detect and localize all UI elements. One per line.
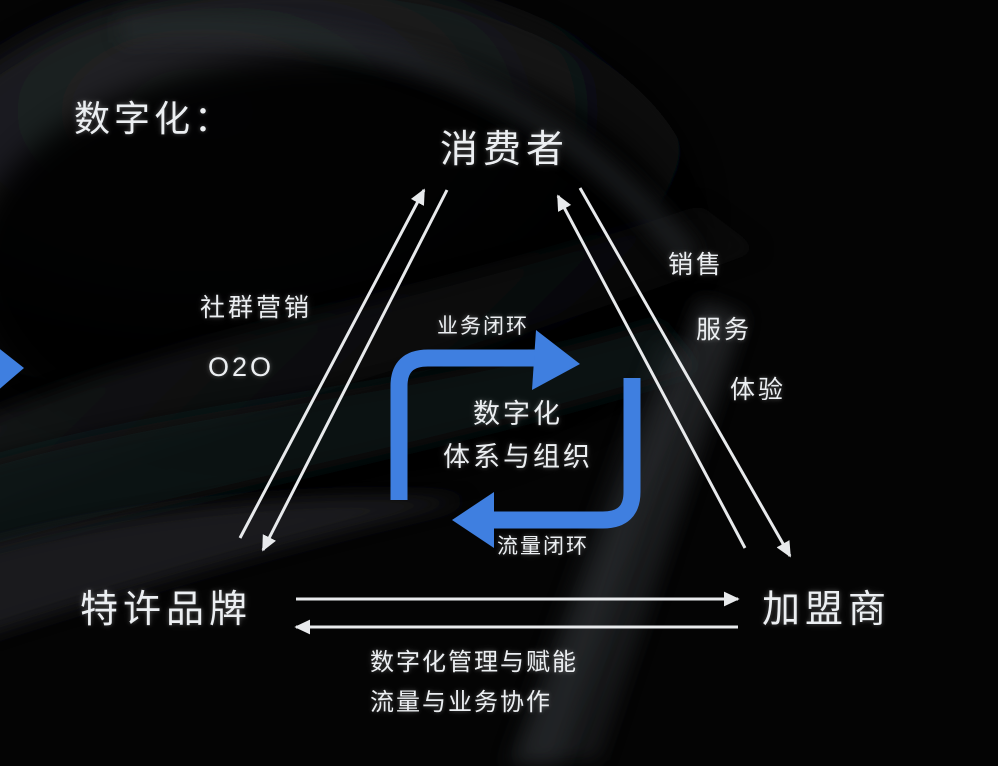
edge-label-experience: 体验	[730, 376, 787, 404]
node-consumer: 消费者	[440, 129, 570, 171]
edge-label-community-marketing: 社群营销	[200, 294, 313, 322]
cycle-label-business-loop: 业务闭环	[437, 315, 529, 338]
edge-label-o2o: O2O	[208, 352, 275, 382]
edge-label-sales: 销售	[668, 251, 725, 279]
bottom-edge-label-line2: 流量与业务协作	[370, 689, 552, 716]
cycle-arrow-upper-head	[532, 330, 580, 390]
cycle-core-line1: 数字化	[473, 399, 563, 429]
page-title: 数字化：	[74, 98, 235, 139]
cycle-arrow-lower-head	[452, 492, 494, 548]
node-franchise-brand: 特许品牌	[80, 589, 253, 631]
cycle-core-line2: 体系与组织	[443, 442, 593, 472]
arrow-consumer-to-brand	[261, 189, 449, 552]
cycle-label-traffic-loop: 流量闭环	[497, 535, 589, 558]
edge-label-service: 服务	[696, 316, 753, 344]
node-franchisee: 加盟商	[762, 589, 892, 631]
bottom-edge-label-line1: 数字化管理与赋能	[370, 649, 578, 676]
